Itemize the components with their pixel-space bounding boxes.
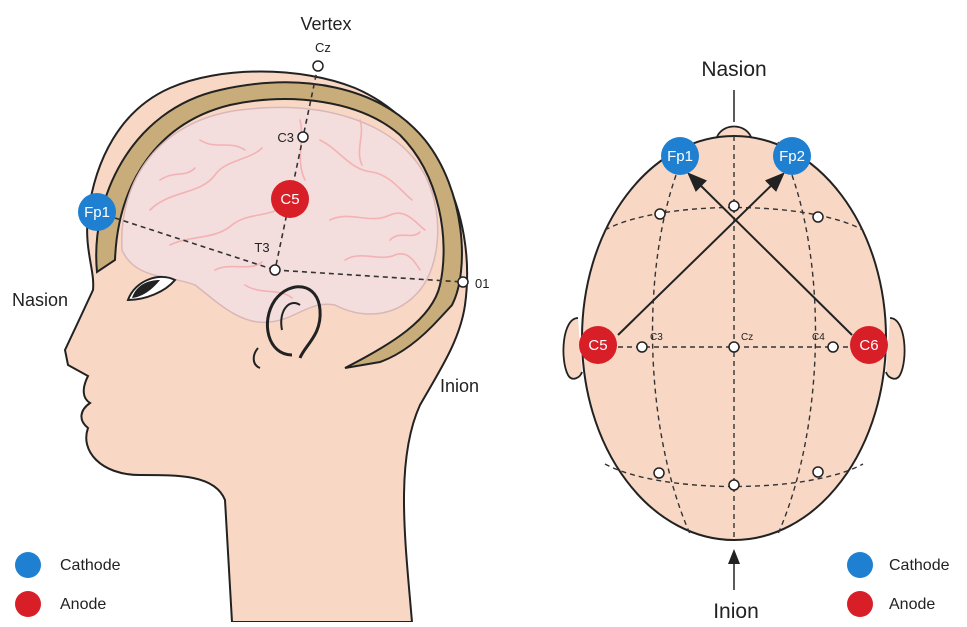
legend-right-anode-swatch	[847, 591, 873, 617]
legend-left: Cathode Anode	[15, 552, 121, 617]
electrode-cz-side	[313, 61, 323, 71]
top-view: C3 Cz C4 Nasion Inion Fp1 Fp2 C5 C6	[563, 58, 904, 622]
legend-right: Cathode Anode	[847, 552, 950, 617]
legend-cathode-label: Cathode	[60, 557, 121, 574]
electrode-c3-side	[298, 132, 308, 142]
inion-label-top: Inion	[713, 600, 759, 622]
electrode-c5-anode-side: C5	[271, 180, 309, 218]
svg-text:Fp2: Fp2	[779, 148, 805, 165]
nasion-label-side: Nasion	[12, 290, 68, 310]
nasion-label-top: Nasion	[701, 58, 766, 81]
c3-label-side: C3	[277, 130, 294, 145]
svg-text:Fp1: Fp1	[84, 204, 110, 221]
legend-right-cathode-swatch	[847, 552, 873, 578]
electrode-o1-side	[458, 277, 468, 287]
cz-label-top: Cz	[741, 332, 753, 343]
right-ear-top	[886, 318, 905, 379]
c3-label-top: C3	[650, 332, 663, 343]
c4-label-top: C4	[812, 332, 825, 343]
electrode-c5-anode-top: C5	[579, 326, 617, 364]
o1-label-side: 01	[475, 276, 489, 291]
svg-text:C5: C5	[280, 191, 299, 208]
legend-right-cathode-label: Cathode	[889, 557, 950, 574]
electrode-t3-side	[270, 265, 280, 275]
svg-text:C6: C6	[859, 337, 878, 354]
legend-cathode-swatch	[15, 552, 41, 578]
svg-text:C5: C5	[588, 337, 607, 354]
electrode-c6-anode-top: C6	[850, 326, 888, 364]
t3-label-side: T3	[254, 240, 269, 255]
legend-right-anode-label: Anode	[889, 596, 935, 613]
legend-anode-swatch	[15, 591, 41, 617]
cz-label-side: Cz	[315, 40, 331, 55]
svg-text:Fp1: Fp1	[667, 148, 693, 165]
electrode-fp1-cathode-top: Fp1	[661, 137, 699, 175]
inion-label-side: Inion	[440, 376, 479, 396]
left-ear-top	[563, 318, 582, 379]
side-view: Vertex Cz C3 T3 01 Nasion Inion Fp1 C5	[12, 14, 489, 622]
legend-anode-label: Anode	[60, 596, 106, 613]
vertex-label: Vertex	[300, 14, 351, 34]
electrode-fp2-cathode-top: Fp2	[773, 137, 811, 175]
electrode-fp1-cathode-side: Fp1	[78, 193, 116, 231]
